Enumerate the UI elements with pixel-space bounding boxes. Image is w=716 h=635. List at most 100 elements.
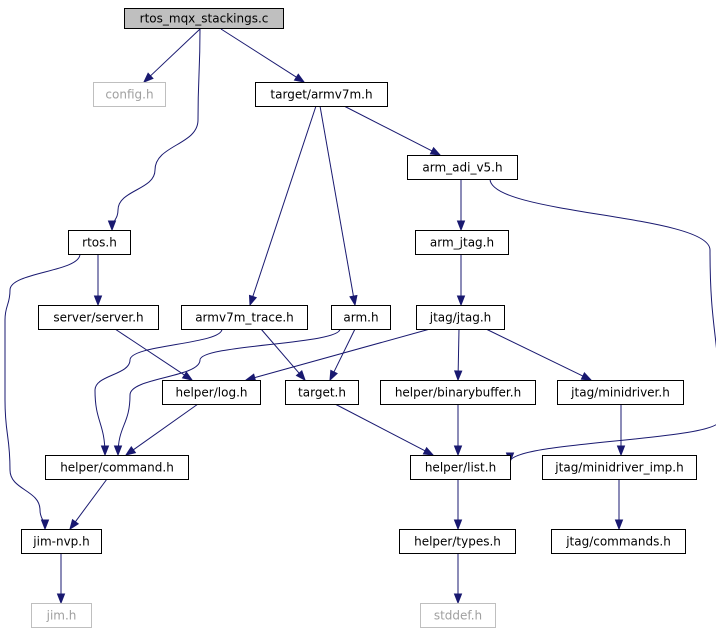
edge-arrowhead xyxy=(614,519,624,531)
edge-arm_adi_v5_h-to-helper_list_h xyxy=(489,178,716,464)
edge-line xyxy=(489,178,716,463)
node-box xyxy=(380,380,536,405)
node-label: jtag/jtag.h xyxy=(429,311,491,325)
edge-arrowhead xyxy=(429,146,442,156)
node-box xyxy=(38,305,159,330)
node-stddef-h: stddef.h xyxy=(420,603,496,628)
node-arm-h[interactable]: arm.h xyxy=(331,305,391,330)
edge-line xyxy=(334,403,426,452)
node-box xyxy=(124,8,284,29)
node-rtos-mqx-stackings-c[interactable]: rtos_mqx_stackings.c xyxy=(124,8,284,29)
edge-arrowhead xyxy=(143,72,154,83)
edge-arrowhead xyxy=(329,369,338,382)
node-jtag-minidriver-h[interactable]: jtag/minidriver.h xyxy=(557,380,684,405)
node-box xyxy=(416,305,505,330)
node-box xyxy=(285,380,359,405)
node-label: server/server.h xyxy=(53,311,143,325)
node-jtag-jtag-h[interactable]: jtag/jtag.h xyxy=(416,305,505,330)
edge-jtag_jtag_h-to-helper_log_h xyxy=(244,328,431,382)
node-label: jim-nvp.h xyxy=(32,535,89,549)
node-target-armv7m-h[interactable]: target/armv7m.h xyxy=(255,82,388,107)
edge-jtag_minidriver_imp_h-to-jtag_commands_h xyxy=(614,479,624,531)
edge-rtos_mqx_stackings_c-to-target_armv7m_h xyxy=(220,28,306,83)
edge-arrowhead xyxy=(181,371,194,381)
node-helper-types-h[interactable]: helper/types.h xyxy=(399,529,516,554)
edge-arrowhead xyxy=(453,593,463,605)
edge-arrowhead xyxy=(124,446,137,456)
edge-line xyxy=(74,478,108,523)
node-box xyxy=(331,305,391,330)
edge-jtag_minidriver_h-to-jtag_minidriver_imp_h xyxy=(616,404,626,457)
node-label: arm.h xyxy=(343,311,378,325)
node-jim-nvp-h[interactable]: jim-nvp.h xyxy=(21,529,102,554)
node-box xyxy=(45,455,189,480)
edge-line xyxy=(133,403,199,451)
edge-arrowhead xyxy=(295,370,306,382)
edge-line xyxy=(333,328,356,373)
node-label: rtos.h xyxy=(82,236,117,250)
edge-rtos_mqx_stackings_c-to-rtos_h xyxy=(107,28,201,232)
edge-jim_nvp_h-to-jim_h xyxy=(56,553,66,605)
node-jtag-commands-h[interactable]: jtag/commands.h xyxy=(551,529,686,554)
node-label: helper/types.h xyxy=(414,535,501,549)
node-rtos-h[interactable]: rtos.h xyxy=(68,230,131,255)
node-helper-binarybuffer-h[interactable]: helper/binarybuffer.h xyxy=(380,380,536,405)
edge-helper_binarybuffer_h-to-helper_list_h xyxy=(453,404,463,457)
node-box xyxy=(415,230,509,255)
node-box xyxy=(420,603,496,628)
node-box xyxy=(410,455,511,480)
edge-line xyxy=(150,28,201,77)
edge-target_armv7m_h-to-armv7m_trace_h xyxy=(248,105,317,307)
node-box xyxy=(551,529,686,554)
edge-arrowhead xyxy=(453,445,463,457)
edge-arrowhead xyxy=(453,519,463,531)
node-label: jim.h xyxy=(46,609,77,623)
edge-line xyxy=(485,328,584,377)
node-helper-list-h[interactable]: helper/list.h xyxy=(410,455,511,480)
edge-armv7m_trace_h-to-target_h xyxy=(260,328,306,382)
edge-line xyxy=(343,105,433,152)
node-target-h[interactable]: target.h xyxy=(285,380,359,405)
node-box xyxy=(399,529,516,554)
node-arm-adi-v5-h[interactable]: arm_adi_v5.h xyxy=(407,155,518,180)
edge-rtos_mqx_stackings_c-to-config_h xyxy=(143,28,201,83)
edge-target_armv7m_h-to-arm_h xyxy=(319,105,358,307)
node-arm-jtag-h[interactable]: arm_jtag.h xyxy=(415,230,509,255)
edge-arm_h-to-target_h xyxy=(329,328,356,382)
node-box xyxy=(68,230,131,255)
node-label: helper/binarybuffer.h xyxy=(395,386,521,400)
edge-rtos_h-to-jim_nvp_h xyxy=(4,253,81,531)
edge-helper_command_h-to-jim_nvp_h xyxy=(69,478,108,531)
node-label: armv7m_trace.h xyxy=(195,311,294,325)
node-label: arm_jtag.h xyxy=(430,236,494,250)
node-box xyxy=(255,82,388,107)
node-helper-log-h[interactable]: helper/log.h xyxy=(162,380,261,405)
edge-line xyxy=(319,105,354,297)
node-box xyxy=(557,380,684,405)
edge-arm_h-to-helper_command_h xyxy=(113,328,341,457)
node-label: helper/list.h xyxy=(425,461,496,475)
edge-line xyxy=(114,328,185,376)
node-box xyxy=(93,82,166,107)
edge-line xyxy=(252,105,317,297)
node-helper-command-h[interactable]: helper/command.h xyxy=(45,455,189,480)
edge-line xyxy=(111,28,201,231)
edge-arrowhead xyxy=(453,370,463,382)
edge-arrowhead xyxy=(93,295,103,307)
edge-arrowhead xyxy=(422,446,435,456)
edge-jtag_jtag_h-to-helper_binarybuffer_h xyxy=(453,328,463,382)
node-label: target.h xyxy=(298,386,346,400)
edge-arrowhead xyxy=(244,373,257,382)
edge-line xyxy=(260,328,300,374)
edge-arrowhead xyxy=(56,593,66,605)
edge-arm_jtag_h-to-jtag_jtag_h xyxy=(456,254,466,307)
node-server-server-h[interactable]: server/server.h xyxy=(38,305,159,330)
node-label: rtos_mqx_stackings.c xyxy=(140,12,269,26)
node-armv7m-trace-h[interactable]: armv7m_trace.h xyxy=(181,305,308,330)
edge-arrowhead xyxy=(293,73,306,83)
edge-helper_list_h-to-helper_types_h xyxy=(453,479,463,531)
node-label: jtag/minidriver.h xyxy=(570,386,670,400)
edge-target_h-to-helper_list_h xyxy=(334,403,435,456)
node-jtag-minidriver-imp-h[interactable]: jtag/minidriver_imp.h xyxy=(542,455,697,480)
